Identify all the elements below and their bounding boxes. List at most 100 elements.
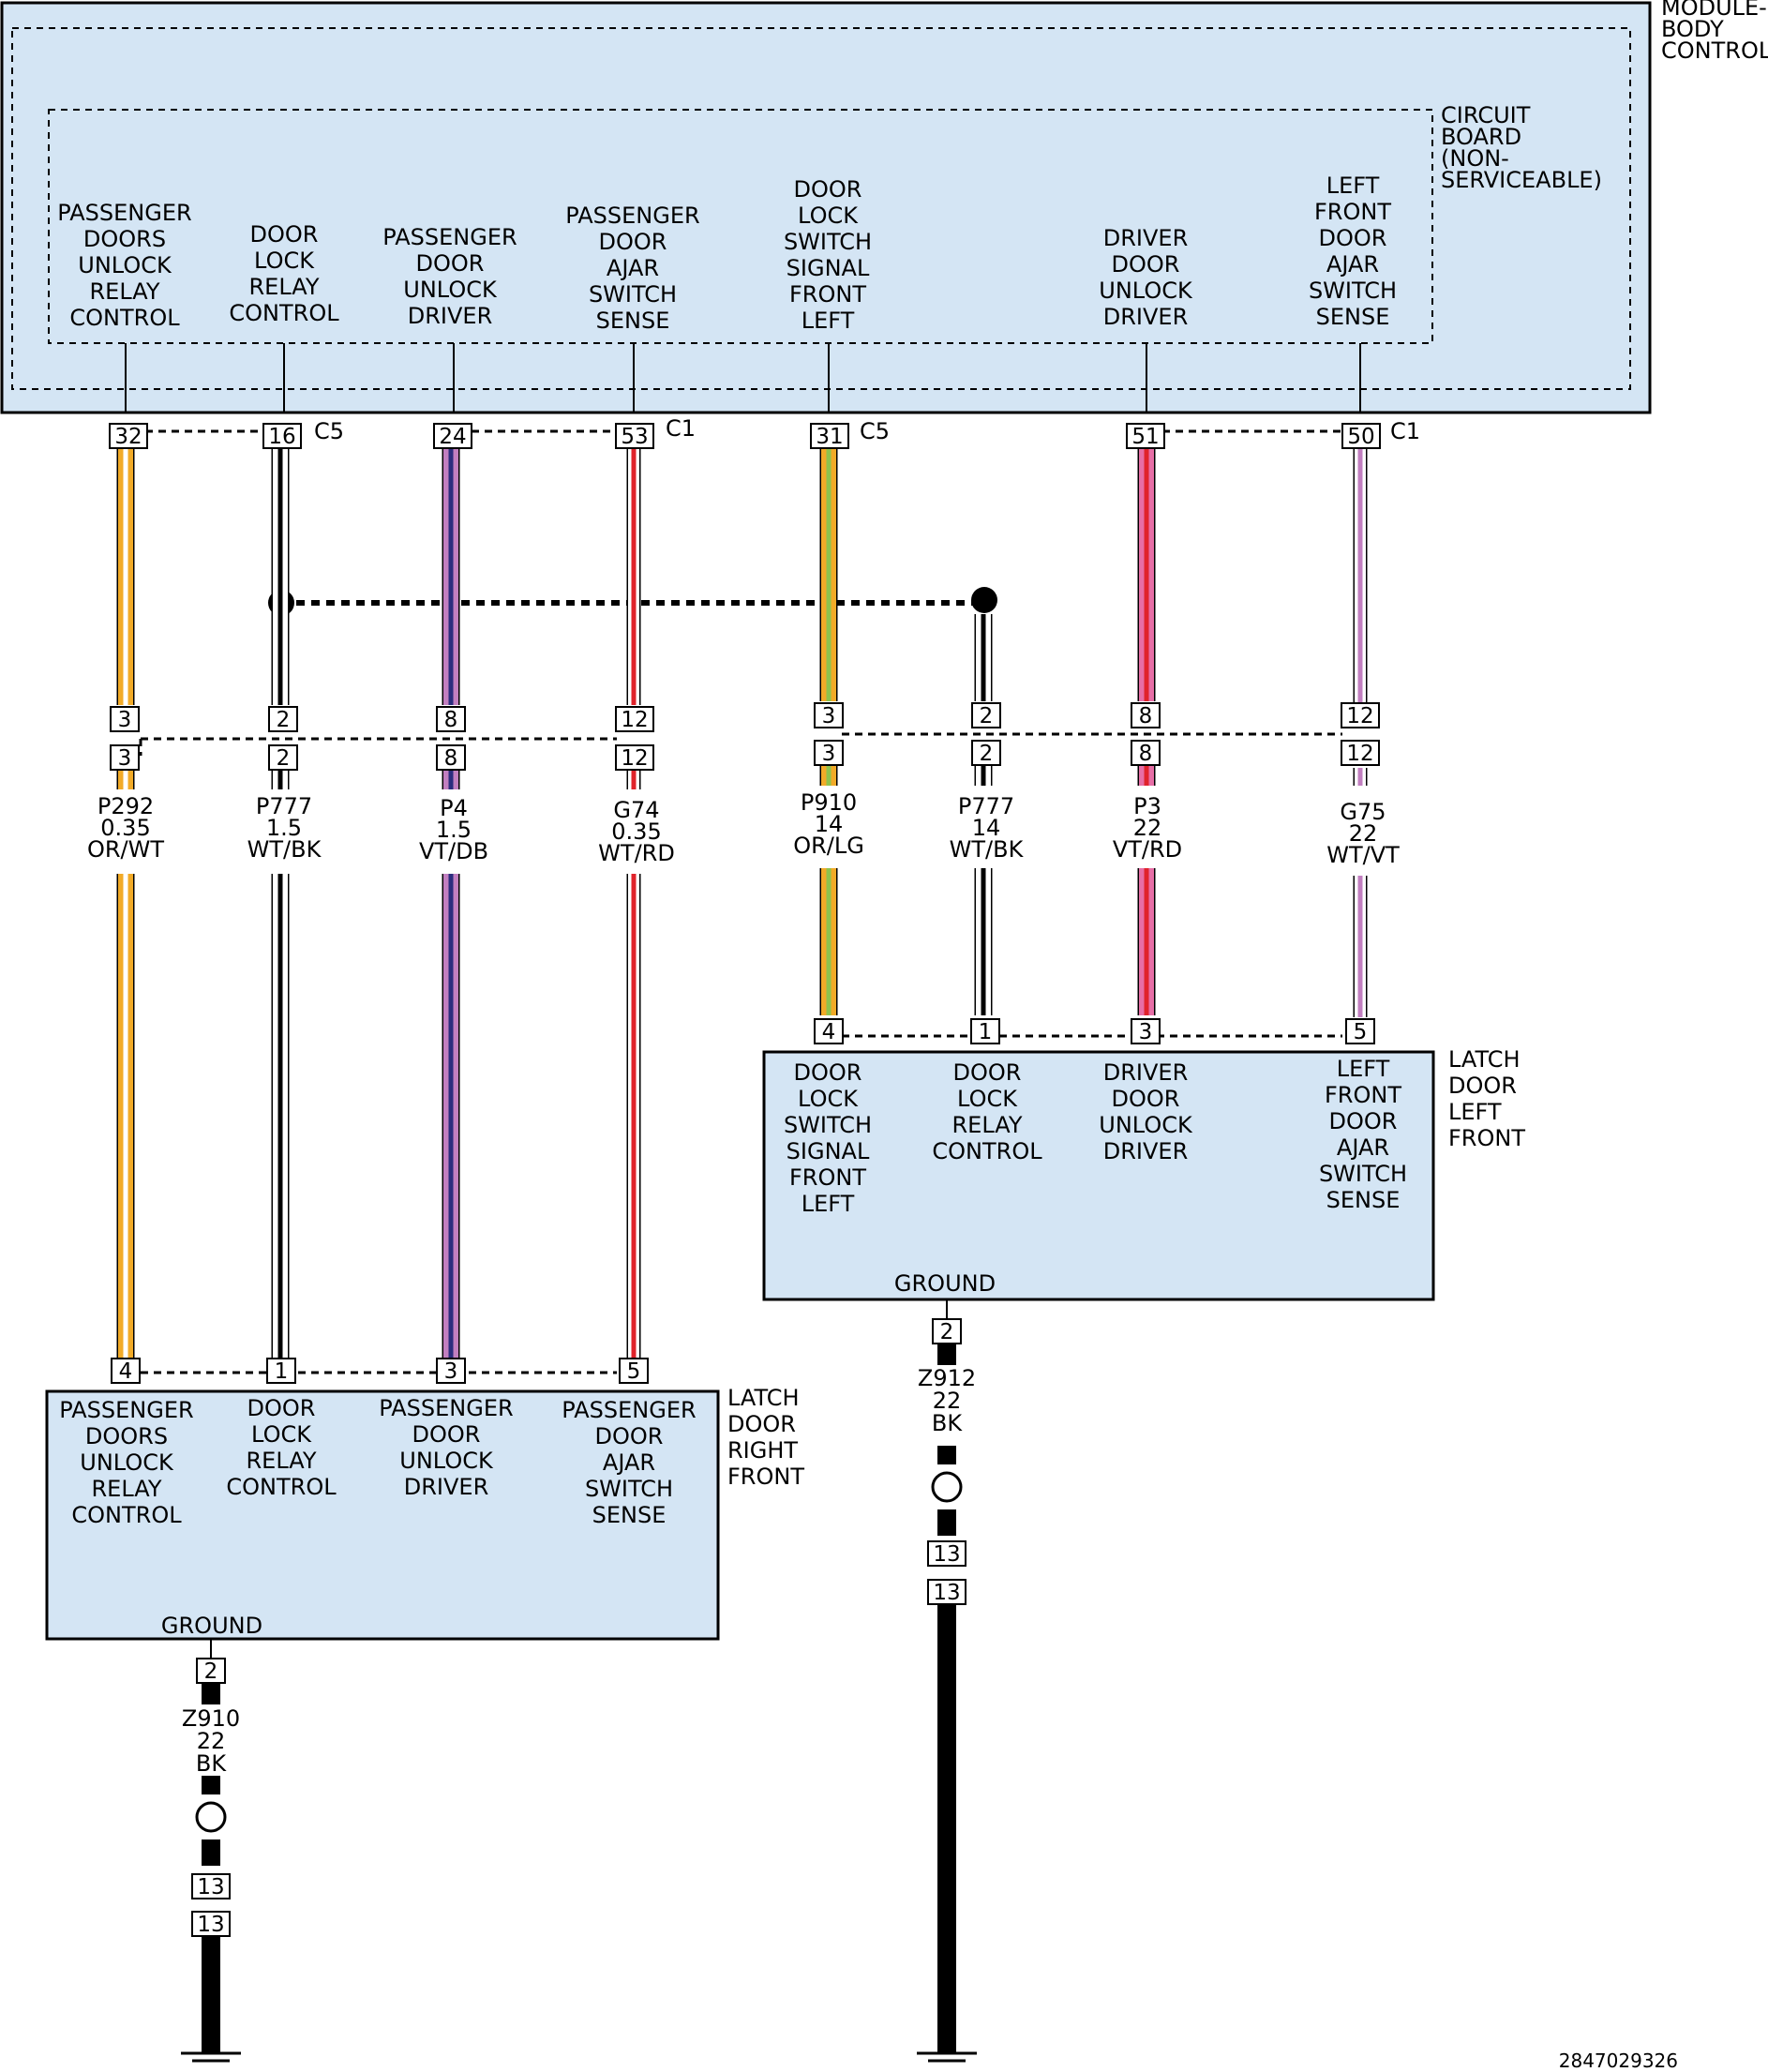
wire-segment [974, 766, 993, 786]
pin-number: 12 [621, 746, 648, 771]
wire-segment [1137, 868, 1156, 1015]
pin-box-frame [1341, 423, 1381, 449]
wire-stripe [1357, 768, 1363, 786]
pin-number: 12 [1346, 704, 1373, 728]
wire-segment [1353, 876, 1368, 1017]
pin-number: 12 [621, 708, 648, 732]
pin-number: 1 [275, 1359, 289, 1384]
wire-label-gauge: 0.35 [100, 815, 150, 841]
latch-lf-title: LATCH DOOR LEFT FRONT [1448, 1046, 1527, 1151]
pin-box-frame [619, 1358, 649, 1384]
pin-box: 5 [1345, 1018, 1375, 1044]
wire-label-gauge: 0.35 [611, 818, 661, 845]
pin-box-frame [110, 744, 140, 771]
pin-box: 51 [1126, 423, 1165, 449]
pin-box: 2 [971, 740, 1001, 766]
pin-box: 50 [1341, 423, 1381, 449]
latch-rf-function-line: CONTROL [226, 1474, 337, 1500]
pin-box-frame [970, 1018, 1000, 1044]
pin-box: 3 [436, 1358, 466, 1384]
pin-box: 2 [932, 1318, 962, 1344]
ground-wire-segment [937, 1509, 956, 1536]
pin-box: 12 [1341, 740, 1380, 766]
pin-box: 13 [927, 1579, 966, 1605]
wire-stripe [1144, 868, 1149, 1015]
pin-box-frame [262, 423, 302, 449]
module-function-line: RELAY [249, 274, 320, 300]
module-function-line: FRONT [1314, 199, 1391, 225]
wire-stripe [448, 771, 454, 789]
pin-box: 8 [1131, 702, 1161, 728]
pin-box-frame [814, 740, 844, 766]
latch-lf-function-line: LEFT [1337, 1056, 1390, 1082]
module-function-line: PASSENGER [565, 203, 699, 229]
pin-number: 3 [822, 704, 836, 728]
module-function-line: CONTROL [69, 305, 180, 331]
latch-lf-function-line: RELAY [952, 1112, 1023, 1138]
wire-segment [1353, 444, 1368, 703]
connector-links [139, 429, 1343, 1374]
pin-number: 13 [197, 1913, 224, 1937]
wire-segment [442, 771, 460, 789]
pin-box-frame [196, 1658, 226, 1684]
wire-label-circuit: P292 [97, 793, 154, 819]
figure-id: 2847029326 [1559, 2049, 1678, 2072]
pin-number: 8 [1139, 704, 1153, 728]
wire-label-circuit: G74 [613, 797, 659, 823]
pin-box: 24 [433, 423, 472, 449]
pin-box: 3 [110, 744, 140, 771]
connector-labels: C5 C1 C5 C1 [314, 415, 1420, 444]
latch-rf-function-line: DOORS [85, 1423, 168, 1449]
module-function-line: CONTROL [229, 300, 339, 326]
wire-stripe [981, 766, 986, 786]
module-function-line: AJAR [607, 255, 659, 281]
wire-label-circuit: P3 [1133, 793, 1161, 819]
ground-wire-label-gauge: 22 [197, 1728, 226, 1754]
latch-rf-function-line: AJAR [603, 1449, 655, 1476]
latch-rf-function-line: LOCK [251, 1421, 312, 1448]
module-function-line: LOCK [254, 248, 315, 274]
pin-box-frame [436, 1358, 466, 1384]
module-function-line: UNLOCK [403, 277, 498, 303]
wire-stripe [277, 444, 283, 705]
pin-box-frame [110, 706, 140, 732]
latch-rf-function-line: SENSE [592, 1502, 667, 1528]
pin-number: 24 [439, 425, 466, 449]
wire-stripe [123, 874, 128, 1358]
module-function-line: SWITCH [1309, 278, 1397, 304]
wire-segment [626, 771, 641, 789]
pin-box-frame [615, 423, 654, 449]
pin-number: 1 [979, 1020, 993, 1044]
wire-segment [116, 874, 135, 1358]
ground-wire-segment [937, 1446, 956, 1464]
pin-number: 8 [444, 746, 458, 771]
wire-stripe [1144, 766, 1149, 786]
wire-stripe [1144, 444, 1149, 701]
module-title: MODULE- BODY CONTROL [1661, 0, 1768, 64]
latch-rf-ground-label: GROUND [161, 1613, 262, 1639]
wire-stripe [1357, 444, 1363, 703]
latch-lf-function-line: UNLOCK [1099, 1112, 1193, 1138]
pin-box: 8 [436, 706, 466, 732]
pin-box-frame [615, 706, 654, 732]
module-function-line: DOOR [1112, 251, 1180, 278]
module-function-line: SENSE [596, 308, 670, 334]
wire-segment [819, 766, 838, 786]
ground-wire-label-circuit: Z910 [182, 1705, 240, 1732]
ground-eyelet [931, 1471, 963, 1503]
pin-box: 8 [436, 744, 466, 771]
pin-box: 13 [191, 1873, 231, 1899]
